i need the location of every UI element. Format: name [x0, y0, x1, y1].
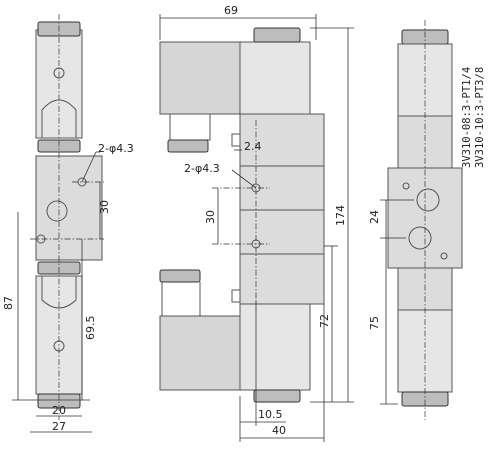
- mid-pitch-30: 30: [204, 210, 217, 224]
- mid-top-width-69: 69: [224, 4, 238, 17]
- mid-height-174: 174: [334, 205, 347, 226]
- mid-lower-tab: [231, 289, 241, 303]
- mid-upper-coil-cap: [239, 41, 311, 115]
- right-small-hole-top: [402, 182, 410, 190]
- left-height-87: 87: [2, 296, 15, 310]
- left-height-695: 69.5: [84, 316, 97, 341]
- left-lower-coil-arch: [41, 276, 77, 309]
- mid-lower-coil: [159, 315, 241, 391]
- mid-upper-connector: [169, 114, 211, 141]
- mid-height-72: 72: [318, 314, 331, 328]
- mid-width-105: 10.5: [258, 408, 283, 421]
- mid-hole-leader: [231, 169, 257, 189]
- mid-top-knurl-nut: [253, 27, 301, 43]
- mid-upper-tab: [231, 133, 241, 147]
- left-hole-spec: 2-φ4.3: [98, 142, 134, 155]
- left-width-20: 20: [52, 404, 66, 417]
- right-pitch-24: 24: [368, 210, 381, 224]
- mid-offset-24: 2.4: [244, 140, 262, 153]
- port-label-line-1: 3V310-08:3-PT1/4: [461, 67, 473, 168]
- mid-lower-connector-nut: [159, 269, 201, 283]
- mid-width-40: 40: [272, 424, 286, 437]
- left-valve-body: [35, 155, 103, 261]
- mid-upper-coil: [159, 41, 241, 115]
- port-label-line-2: 3V310-10:3-PT3/8: [474, 67, 486, 168]
- right-port-top: [416, 188, 440, 212]
- right-height-75: 75: [368, 316, 381, 330]
- left-view: 2-φ4.3 30 87 69.5 20 27: [2, 14, 134, 433]
- mid-lower-coil-cap: [239, 303, 311, 391]
- mid-bottom-knurl-nut: [253, 389, 301, 403]
- mid-valve-body: [239, 113, 325, 305]
- mid-upper-connector-nut: [167, 139, 209, 153]
- mid-hole-spec: 2-φ4.3: [184, 162, 220, 175]
- middle-view: 69 2.4 2-φ4.3 30 174 72 10.5 40: [159, 4, 354, 442]
- right-view: 24 75 3V310-08:3-PT1/4 3V310-10:3-PT3/8: [368, 20, 486, 420]
- left-pitch-30: 30: [98, 200, 111, 214]
- mid-lower-connector: [161, 282, 201, 317]
- right-port-bottom: [408, 226, 432, 250]
- right-small-hole-bottom: [440, 252, 448, 260]
- left-hole-leader: [81, 151, 97, 183]
- left-width-27: 27: [52, 420, 66, 433]
- left-port-circle: [46, 200, 68, 222]
